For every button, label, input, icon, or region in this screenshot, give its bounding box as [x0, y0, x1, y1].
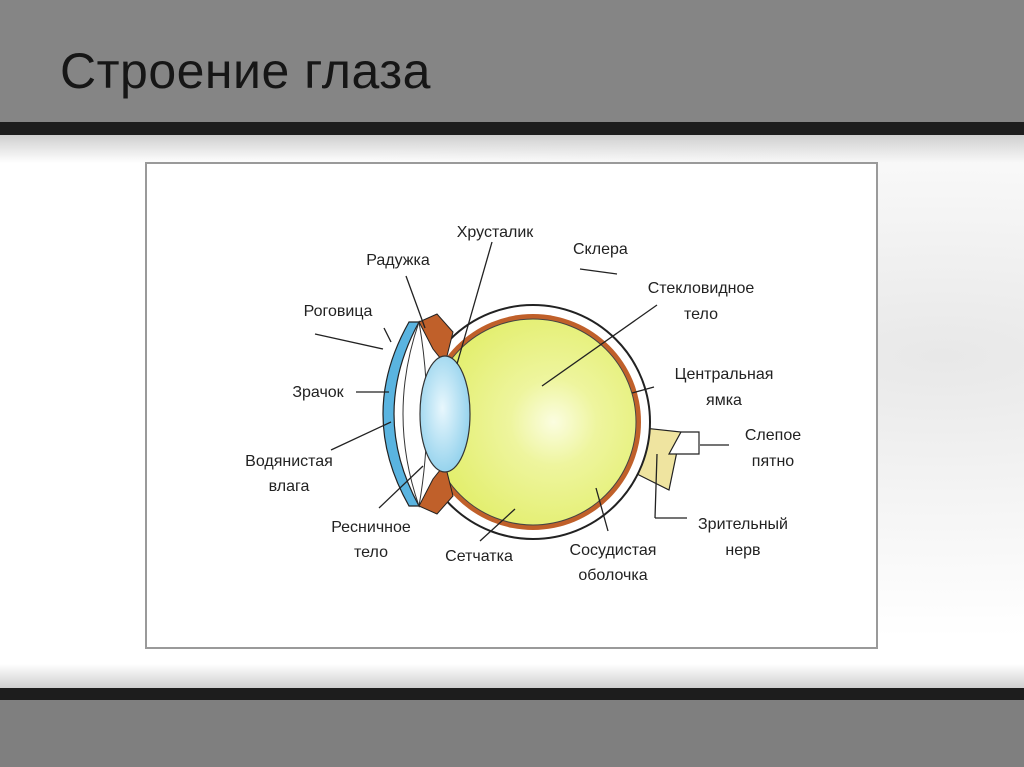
eye-diagram-frame: Хрусталик Склера Радужка Стекловидное те…	[145, 162, 878, 649]
iris-bottom-shape	[418, 462, 454, 515]
label-aqueous-line1: Водянистая	[245, 453, 333, 470]
label-optic-nerve-line1: Зрительный	[698, 516, 788, 533]
label-choroid-line1: Сосудистая	[570, 542, 657, 559]
label-ciliary-body-line1: Ресничное	[331, 519, 411, 536]
label-fovea-line1: Центральная	[675, 366, 774, 383]
label-blind-spot-line1: Слепое	[745, 427, 801, 444]
content-shadow-bottom	[0, 664, 1024, 688]
label-choroid-line2: оболочка	[578, 567, 647, 584]
cornea-shape	[382, 321, 421, 507]
eye-structure-diagram: Хрусталик Склера Радужка Стекловидное те…	[245, 224, 801, 584]
leader-lines	[314, 241, 729, 542]
label-blind-spot-line2: пятно	[752, 453, 794, 470]
header-divider	[0, 122, 1024, 135]
label-ciliary-body-line2: тело	[354, 544, 388, 561]
slide-title: Строение глаза	[60, 43, 431, 99]
label-sclera: Склера	[573, 241, 628, 258]
label-vitreous-line1: Стекловидное	[648, 280, 755, 297]
label-aqueous-line2: влага	[269, 478, 310, 495]
label-optic-nerve-line2: нерв	[725, 542, 760, 559]
label-fovea-line2: ямка	[706, 392, 742, 409]
label-cornea: Роговица	[304, 303, 373, 320]
label-lens: Хрусталик	[457, 224, 535, 241]
optic-nerve-sheath-shape	[667, 431, 700, 455]
slide-footer	[0, 700, 1024, 767]
slide-header: Строение глаза	[0, 0, 1024, 122]
label-vitreous-line2: тело	[684, 306, 718, 323]
lens-shape	[419, 355, 471, 473]
content-shadow-top	[0, 135, 1024, 163]
label-iris: Радужка	[366, 252, 430, 269]
footer-divider	[0, 688, 1024, 700]
iris-top-shape	[418, 313, 454, 366]
label-retina: Сетчатка	[445, 548, 513, 565]
label-pupil: Зрачок	[292, 384, 344, 401]
